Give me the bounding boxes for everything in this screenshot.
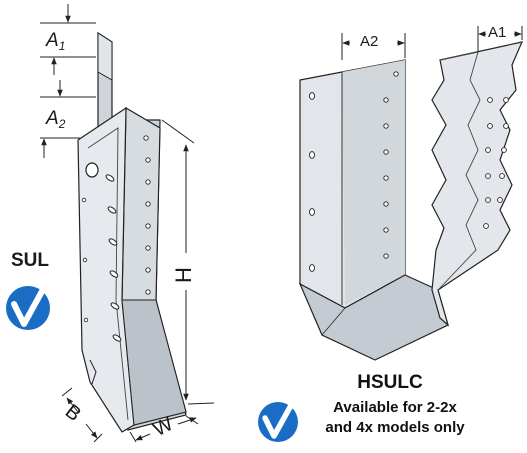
- hsulc-availability-line2: and 4x models only: [325, 419, 465, 436]
- sul-slot: [105, 174, 115, 182]
- sul-product-name: SUL: [11, 250, 49, 271]
- hsulc-nail-hole: [383, 175, 389, 181]
- hsulc-nail-hole: [393, 71, 399, 77]
- sul-slot: [110, 302, 120, 310]
- hsulc-product-name: HSULC: [357, 372, 423, 393]
- sul-seat: [121, 299, 187, 426]
- dim-a2-label: A2: [46, 108, 66, 131]
- dim-a1-right-label: A1: [488, 24, 507, 41]
- sul-dimension-w: [129, 415, 199, 443]
- sul-nail-hole: [143, 135, 149, 141]
- dim-a2-right-label: A2: [360, 33, 379, 50]
- hsulc-nail-hole: [383, 201, 389, 207]
- dim-h-label: H: [170, 267, 196, 283]
- hsulc-right-face: [431, 41, 524, 327]
- sul-check-badge-icon: [6, 281, 50, 330]
- hsulc-nail-hole: [309, 264, 315, 272]
- hsulc-nail-hole: [383, 123, 389, 129]
- sul-nail-hole: [145, 245, 151, 251]
- sul-large-hole: [85, 162, 99, 178]
- sul-front-face: [77, 106, 135, 433]
- hsulc-hanger-illustration: [298, 41, 524, 361]
- sul-nail-hole: [145, 223, 151, 229]
- sul-slot: [109, 270, 119, 278]
- sul-slot: [108, 238, 118, 246]
- hsulc-nail-hole: [309, 208, 315, 216]
- sul-slot: [112, 334, 122, 342]
- sul-hanger-illustration: [77, 31, 187, 433]
- hsulc-nail-hole: [309, 92, 315, 100]
- sul-dimension-a: [40, 4, 96, 158]
- sul-nail-hole: [145, 201, 151, 207]
- sul-top-tab: [97, 32, 113, 81]
- hsulc-dimensions: [341, 26, 523, 60]
- dim-a1-label: A1: [46, 30, 66, 53]
- sul-nail-hole: [145, 157, 151, 163]
- hsulc-nail-hole: [383, 97, 389, 103]
- sul-nail-hole: [145, 267, 151, 273]
- sul-slot: [107, 206, 117, 214]
- sul-nail-hole: [145, 179, 151, 185]
- hsulc-check-badge-icon: [258, 397, 298, 442]
- sul-nail-hole: [145, 289, 151, 295]
- hsulc-nail-hole: [383, 227, 389, 233]
- hsulc-nail-hole: [383, 253, 389, 259]
- hsulc-nail-hole: [309, 151, 315, 159]
- sul-dimension-b: [61, 387, 103, 443]
- hsulc-availability-line1: Available for 2-2x: [333, 399, 457, 416]
- hsulc-nail-hole: [383, 149, 389, 155]
- sul-dimension-h: [161, 119, 215, 405]
